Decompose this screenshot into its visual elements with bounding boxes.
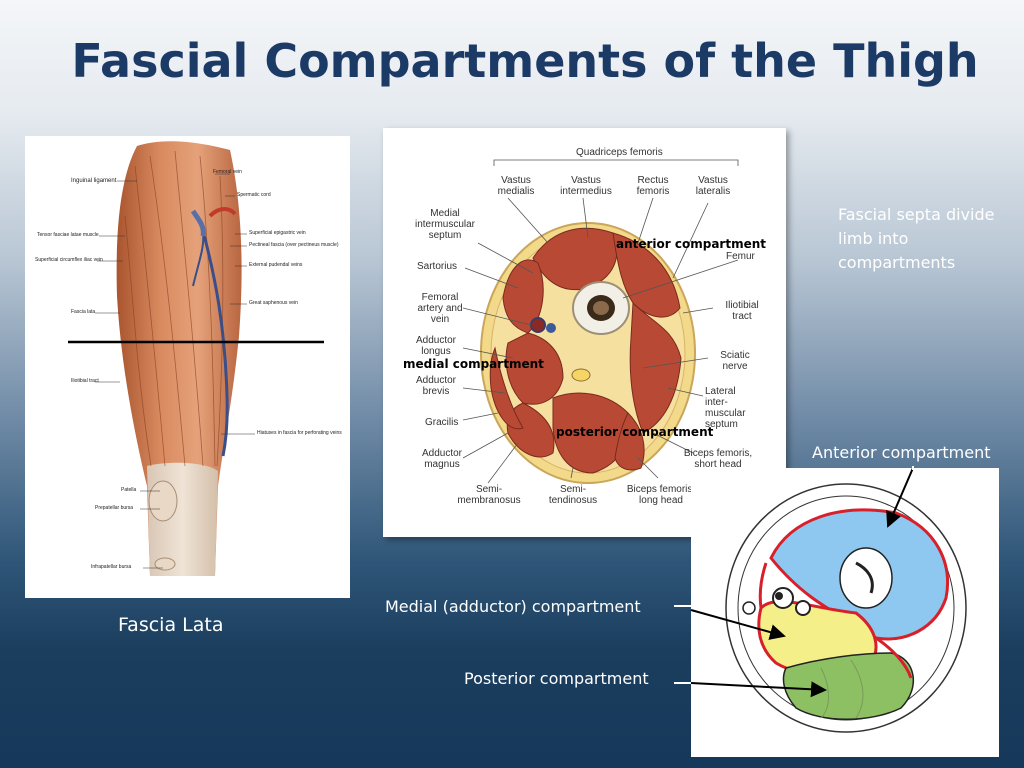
label-adductor-longus: Adductor longus <box>415 335 457 357</box>
label-external-pudendal-veins: External pudendal veins <box>249 262 303 268</box>
compartment-diagram <box>725 483 967 733</box>
label-hiatuses: Hiatuses in fascia for perforating veins <box>257 430 342 436</box>
label-gracilis: Gracilis <box>425 417 459 428</box>
label-spermatic-cord: Spermatic cord <box>237 192 271 198</box>
label-semimembranosus: Semi- membranosus <box>457 484 521 506</box>
overlay-anterior-compartment: anterior compartment <box>616 237 767 251</box>
callout-medial-compartment: Medial (adductor) compartment <box>385 597 641 616</box>
label-femur: Femur <box>726 251 755 262</box>
posterior-compartment-region <box>782 652 915 720</box>
compartment-schematic <box>691 468 999 757</box>
label-semitendinosus: Semi- tendinosus <box>548 484 598 506</box>
arrow-posterior <box>690 681 827 698</box>
label-iliotibial-tract-section: Iliotibial tract <box>725 300 759 322</box>
label-sartorius: Sartorius <box>417 261 458 272</box>
label-patella: Patella <box>121 487 137 493</box>
label-pectineal-fascia: Pectineal fascia (over pectineus muscle) <box>249 242 339 248</box>
label-vastus-lateralis: Vastus lateralis <box>695 175 731 197</box>
thigh-cross-section: Quadriceps femoris Vastus medialis Vastu… <box>383 128 786 537</box>
arrow-anterior <box>886 467 914 528</box>
thigh-drawing <box>68 141 324 576</box>
label-adductor-brevis: Adductor brevis <box>415 375 457 397</box>
label-rectus-femoris: Rectus femoris <box>636 175 670 197</box>
overlay-posterior-compartment: posterior compartment <box>556 425 714 439</box>
label-quadriceps-femoris: Quadriceps femoris <box>576 147 663 158</box>
label-prepatellar-bursa: Prepatellar bursa <box>95 505 134 511</box>
label-great-saphenous-vein: Great saphenous vein <box>249 300 298 306</box>
fascia-lata-illustration: Inguinal ligament Femoral vein Spermatic… <box>25 136 350 598</box>
label-vastus-medialis: Vastus medialis <box>497 175 535 197</box>
overlay-medial-compartment: medial compartment <box>403 357 544 371</box>
label-femoral-vein: Femoral vein <box>213 169 242 175</box>
callout-anterior-compartment: Anterior compartment <box>812 443 991 462</box>
label-fascia-lata: Fascia lata <box>71 309 96 315</box>
label-medial-intermuscular-septum: Medial intermuscular septum <box>414 208 476 241</box>
cross-section-drawing <box>462 159 739 484</box>
fascia-lata-caption: Fascia Lata <box>118 614 224 636</box>
label-vastus-intermedius: Vastus intermedius <box>560 175 612 197</box>
label-sciatic-nerve: Sciatic nerve <box>720 350 750 372</box>
slide-title: Fascial Compartments of the Thigh <box>71 34 979 88</box>
label-tensor-fasciae-latae: Tensor fasciae latae muscle <box>37 232 99 238</box>
label-superficial-epigastric-vein: Superficial epigastric vein <box>249 230 306 236</box>
label-lateral-intermuscular-septum: Lateral inter- muscular septum <box>705 386 746 430</box>
label-biceps-short-head: Biceps femoris, short head <box>683 448 753 470</box>
label-infrapatellar-bursa: Infrapatellar bursa <box>91 564 132 570</box>
callout-posterior-compartment: Posterior compartment <box>464 669 649 688</box>
label-superficial-circumflex-iliac-vein: Superficial circumflex iliac vein <box>35 257 103 263</box>
label-femoral-artery-vein: Femoral artery and vein <box>417 292 463 325</box>
label-adductor-magnus: Adductor magnus <box>421 448 463 470</box>
septa-note: Fascial septa divide limb into compartme… <box>838 205 995 272</box>
label-inguinal-ligament: Inguinal ligament <box>71 178 117 184</box>
label-biceps-long-head: Biceps femoris, long head <box>626 484 696 506</box>
label-iliotibial-tract: Iliotibial tract <box>71 378 99 384</box>
arrow-medial <box>690 609 786 640</box>
